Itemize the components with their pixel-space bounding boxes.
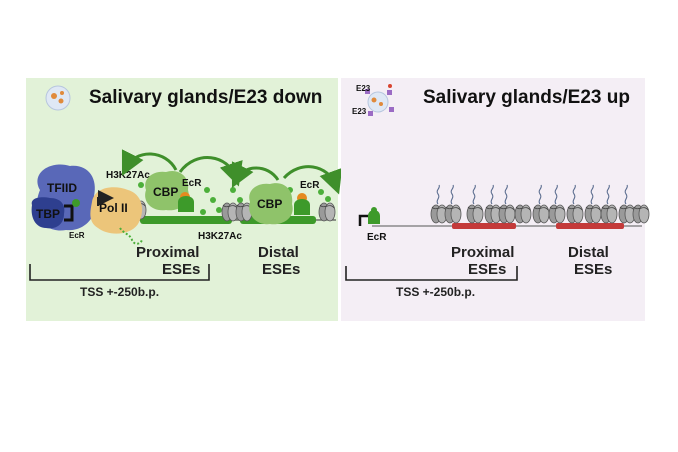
right-distal-enhancer-bar (556, 223, 624, 229)
rna-transcript (119, 227, 143, 245)
promoter-ecr-glyph (64, 204, 74, 222)
promoter-ecr-label: EcR (69, 231, 85, 240)
pol2-label: Pol II (99, 201, 128, 215)
left-proximal-label-line1: Proximal (136, 244, 199, 261)
left-tss-bracket (29, 264, 210, 281)
right-proximal-enhancer-bar (452, 223, 516, 229)
tfiid-label: TFIID (47, 181, 77, 195)
left-distal-label-line2: ESEs (262, 261, 300, 278)
cbp-distal-blob (249, 183, 293, 225)
left-panel-title: Salivary glands/E23 down (89, 87, 322, 108)
left-proximal-label-line2: ESEs (162, 261, 200, 278)
right-panel-title: Salivary glands/E23 up (423, 87, 630, 108)
right-proximal-label-line1: Proximal (451, 244, 514, 261)
right-proximal-label-line2: ESEs (468, 261, 506, 278)
right-distal-label-line2: ESEs (574, 261, 612, 278)
left-distal-label-line1: Distal (258, 244, 299, 261)
salivary-gland-icon (45, 85, 71, 111)
right-ecr-ball (371, 207, 377, 213)
ecr-proximal-label: EcR (182, 178, 202, 189)
tbp-label: TBP (36, 207, 60, 221)
h3k27ac-label-top: H3K27Ac (106, 170, 150, 181)
right-promoter-glyph (358, 214, 370, 226)
tbp-blob (31, 197, 65, 229)
right-panel: E23 E23 Salivary glands/E23 up EcR (341, 78, 650, 321)
tss-arrow (97, 190, 114, 206)
right-ecr-label: EcR (367, 232, 387, 243)
right-distal-label-line1: Distal (568, 244, 609, 261)
cbp-distal-label: CBP (257, 197, 282, 211)
left-proximal-enhancer-bar (140, 216, 232, 224)
left-tss-label: TSS +-250b.p. (80, 285, 159, 299)
cbp-proximal-blob (145, 170, 189, 211)
cbp-proximal-label: CBP (153, 185, 178, 199)
ecr-distal-label: EcR (300, 180, 320, 191)
ecr-proximal-body (178, 196, 194, 212)
right-tss-label: TSS +-250b.p. (396, 285, 475, 299)
e23-icon (365, 84, 394, 116)
loop-arrow-3 (231, 161, 280, 189)
promoter-ecr-ball (72, 199, 80, 207)
loop-arrow-1 (121, 149, 178, 177)
e23-icon-label-side: E23 (352, 107, 367, 116)
ecr-distal-body (294, 199, 310, 215)
right-panel-background (341, 78, 645, 321)
right-tss-bracket (345, 266, 518, 281)
loop-arrow-4 (282, 165, 343, 195)
right-ecr-body (368, 210, 380, 224)
left-panel: Salivary glands/E23 down TFIID TBP EcR (26, 78, 343, 321)
h3k27ac-label-bottom: H3K27Ac (198, 231, 242, 242)
e23-icon-label-top: E23 (356, 84, 371, 93)
